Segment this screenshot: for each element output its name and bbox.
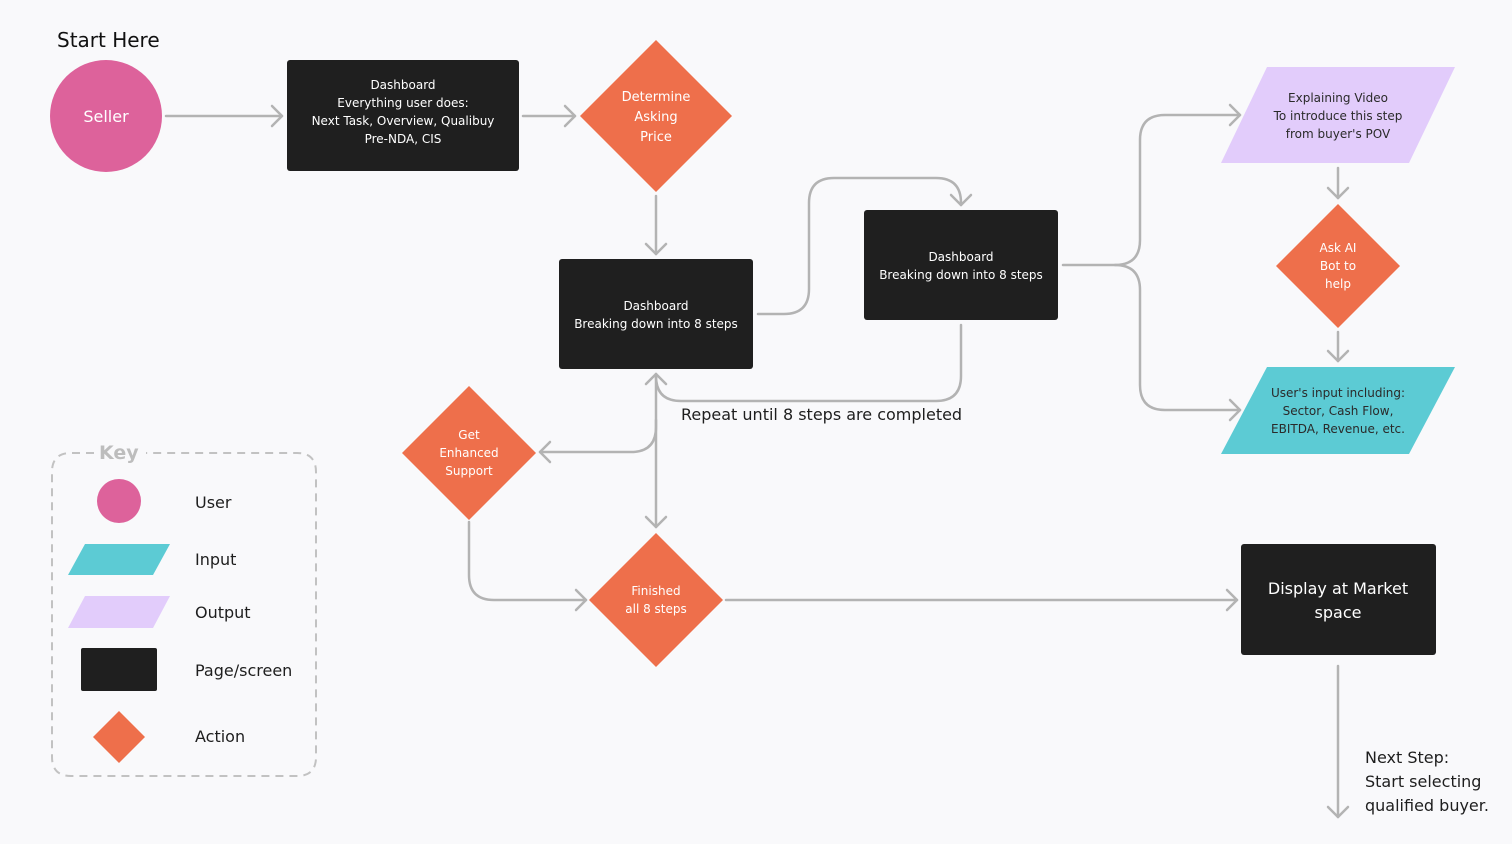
node-display-market[interactable]: Display at Market space	[1241, 544, 1436, 655]
arrowhead	[644, 372, 668, 386]
dashboard-steps-a-line: Breaking down into 8 steps	[574, 317, 738, 331]
ask-ai-diamond	[1276, 204, 1400, 328]
legend-user-label: User	[195, 493, 232, 512]
user-input-parallelogram	[1221, 367, 1455, 454]
node-finished[interactable]: Finished all 8 steps	[589, 533, 723, 667]
connector-support-to-finished	[467, 520, 588, 602]
enhanced-support-diamond	[402, 386, 536, 520]
legend-input-label: Input	[195, 550, 236, 569]
connector-steps-a-to-steps-b	[756, 176, 963, 316]
arrowhead	[644, 515, 668, 529]
user-input-line: EBITDA, Revenue, etc.	[1271, 422, 1405, 436]
node-dashboard-steps-b[interactable]: Dashboard Breaking down into 8 steps	[864, 210, 1058, 320]
connector-steps-b-to-input	[1113, 263, 1242, 412]
node-ask-ai[interactable]: Ask AI Bot to help	[1276, 204, 1400, 328]
finished-line: Finished	[631, 584, 680, 598]
arrowhead	[1326, 805, 1350, 819]
dashboard-main-line: Pre-NDA, CIS	[365, 132, 442, 146]
enhanced-support-line: Enhanced	[439, 446, 498, 460]
arrowhead	[538, 440, 552, 464]
finished-diamond	[589, 533, 723, 667]
arrowhead	[574, 588, 588, 612]
next-step-annotation: Next Step: Start selecting qualified buy…	[1365, 748, 1489, 815]
node-user-input[interactable]: User's input including: Sector, Cash Flo…	[1221, 367, 1455, 454]
start-here-title: Start Here	[57, 28, 160, 52]
user-input-line: User's input including:	[1271, 386, 1405, 400]
dashboard-steps-a-line: Dashboard	[623, 299, 688, 313]
dashboard-steps-b-line: Breaking down into 8 steps	[879, 268, 1043, 282]
dashboard-main-line: Next Task, Overview, Qualibuy	[312, 114, 495, 128]
arrowhead	[1326, 186, 1350, 200]
dashboard-main-line: Dashboard	[370, 78, 435, 92]
dashboard-main-box	[287, 60, 519, 171]
legend-input-swatch	[68, 544, 170, 575]
explaining-video-line: Explaining Video	[1288, 91, 1388, 105]
display-market-line: space	[1315, 603, 1362, 622]
legend-action-swatch	[93, 711, 145, 763]
legend-title: Key	[99, 442, 139, 464]
repeat-annotation: Repeat until 8 steps are completed	[681, 405, 962, 424]
legend-user-swatch	[97, 479, 141, 523]
seller-label: Seller	[83, 107, 129, 126]
node-seller[interactable]: Seller	[50, 60, 162, 172]
dashboard-steps-b-line: Dashboard	[928, 250, 993, 264]
explaining-video-parallelogram	[1221, 67, 1455, 163]
seller-circle	[50, 60, 162, 172]
arrowhead	[270, 104, 284, 128]
connector-steps-a-to-support	[538, 374, 658, 454]
connector-repeat-loop	[654, 323, 963, 403]
arrowhead	[563, 104, 577, 128]
legend-border	[51, 452, 317, 777]
determine-price-line: Price	[640, 130, 672, 145]
display-market-box	[1241, 544, 1436, 655]
enhanced-support-line: Get	[458, 428, 480, 442]
dashboard-steps-a-box	[559, 259, 753, 369]
determine-price-line: Determine	[622, 90, 691, 105]
user-input-line: Sector, Cash Flow,	[1283, 404, 1394, 418]
legend-output-swatch	[68, 596, 170, 628]
node-explaining-video[interactable]: Explaining Video To introduce this step …	[1221, 67, 1455, 163]
connector-steps-b-to-video	[1061, 113, 1242, 267]
legend-output-label: Output	[195, 603, 251, 622]
connectors	[164, 103, 1350, 819]
explaining-video-line: To introduce this step	[1273, 109, 1403, 123]
node-dashboard-main[interactable]: Dashboard Everything user does: Next Tas…	[287, 60, 519, 171]
next-step-line: Start selecting	[1365, 772, 1481, 791]
enhanced-support-line: Support	[445, 464, 493, 478]
determine-price-diamond	[580, 40, 732, 192]
dashboard-steps-b-box	[864, 210, 1058, 320]
arrowhead	[1326, 349, 1350, 363]
display-market-line: Display at Market	[1268, 579, 1408, 598]
finished-line: all 8 steps	[625, 602, 687, 616]
arrowhead	[949, 193, 973, 207]
determine-price-line: Asking	[634, 110, 677, 125]
arrowhead	[1225, 588, 1239, 612]
next-step-line: Next Step:	[1365, 748, 1449, 767]
dashboard-main-line: Everything user does:	[337, 96, 468, 110]
arrowhead	[1228, 398, 1242, 422]
arrowhead	[1228, 103, 1242, 127]
ask-ai-line: Bot to	[1320, 259, 1356, 273]
node-determine-price[interactable]: Determine Asking Price	[580, 40, 732, 192]
explaining-video-line: from buyer's POV	[1286, 127, 1391, 141]
legend: Key User Input Output Page/screen Action	[51, 442, 317, 777]
arrowhead	[644, 242, 668, 256]
node-dashboard-steps-a[interactable]: Dashboard Breaking down into 8 steps	[559, 259, 753, 369]
next-step-line: qualified buyer.	[1365, 796, 1489, 815]
ask-ai-line: help	[1325, 277, 1351, 291]
legend-action-label: Action	[195, 727, 245, 746]
node-enhanced-support[interactable]: Get Enhanced Support	[402, 386, 536, 520]
ask-ai-line: Ask AI	[1320, 241, 1357, 255]
legend-screen-label: Page/screen	[195, 661, 292, 680]
legend-screen-swatch	[81, 648, 157, 691]
